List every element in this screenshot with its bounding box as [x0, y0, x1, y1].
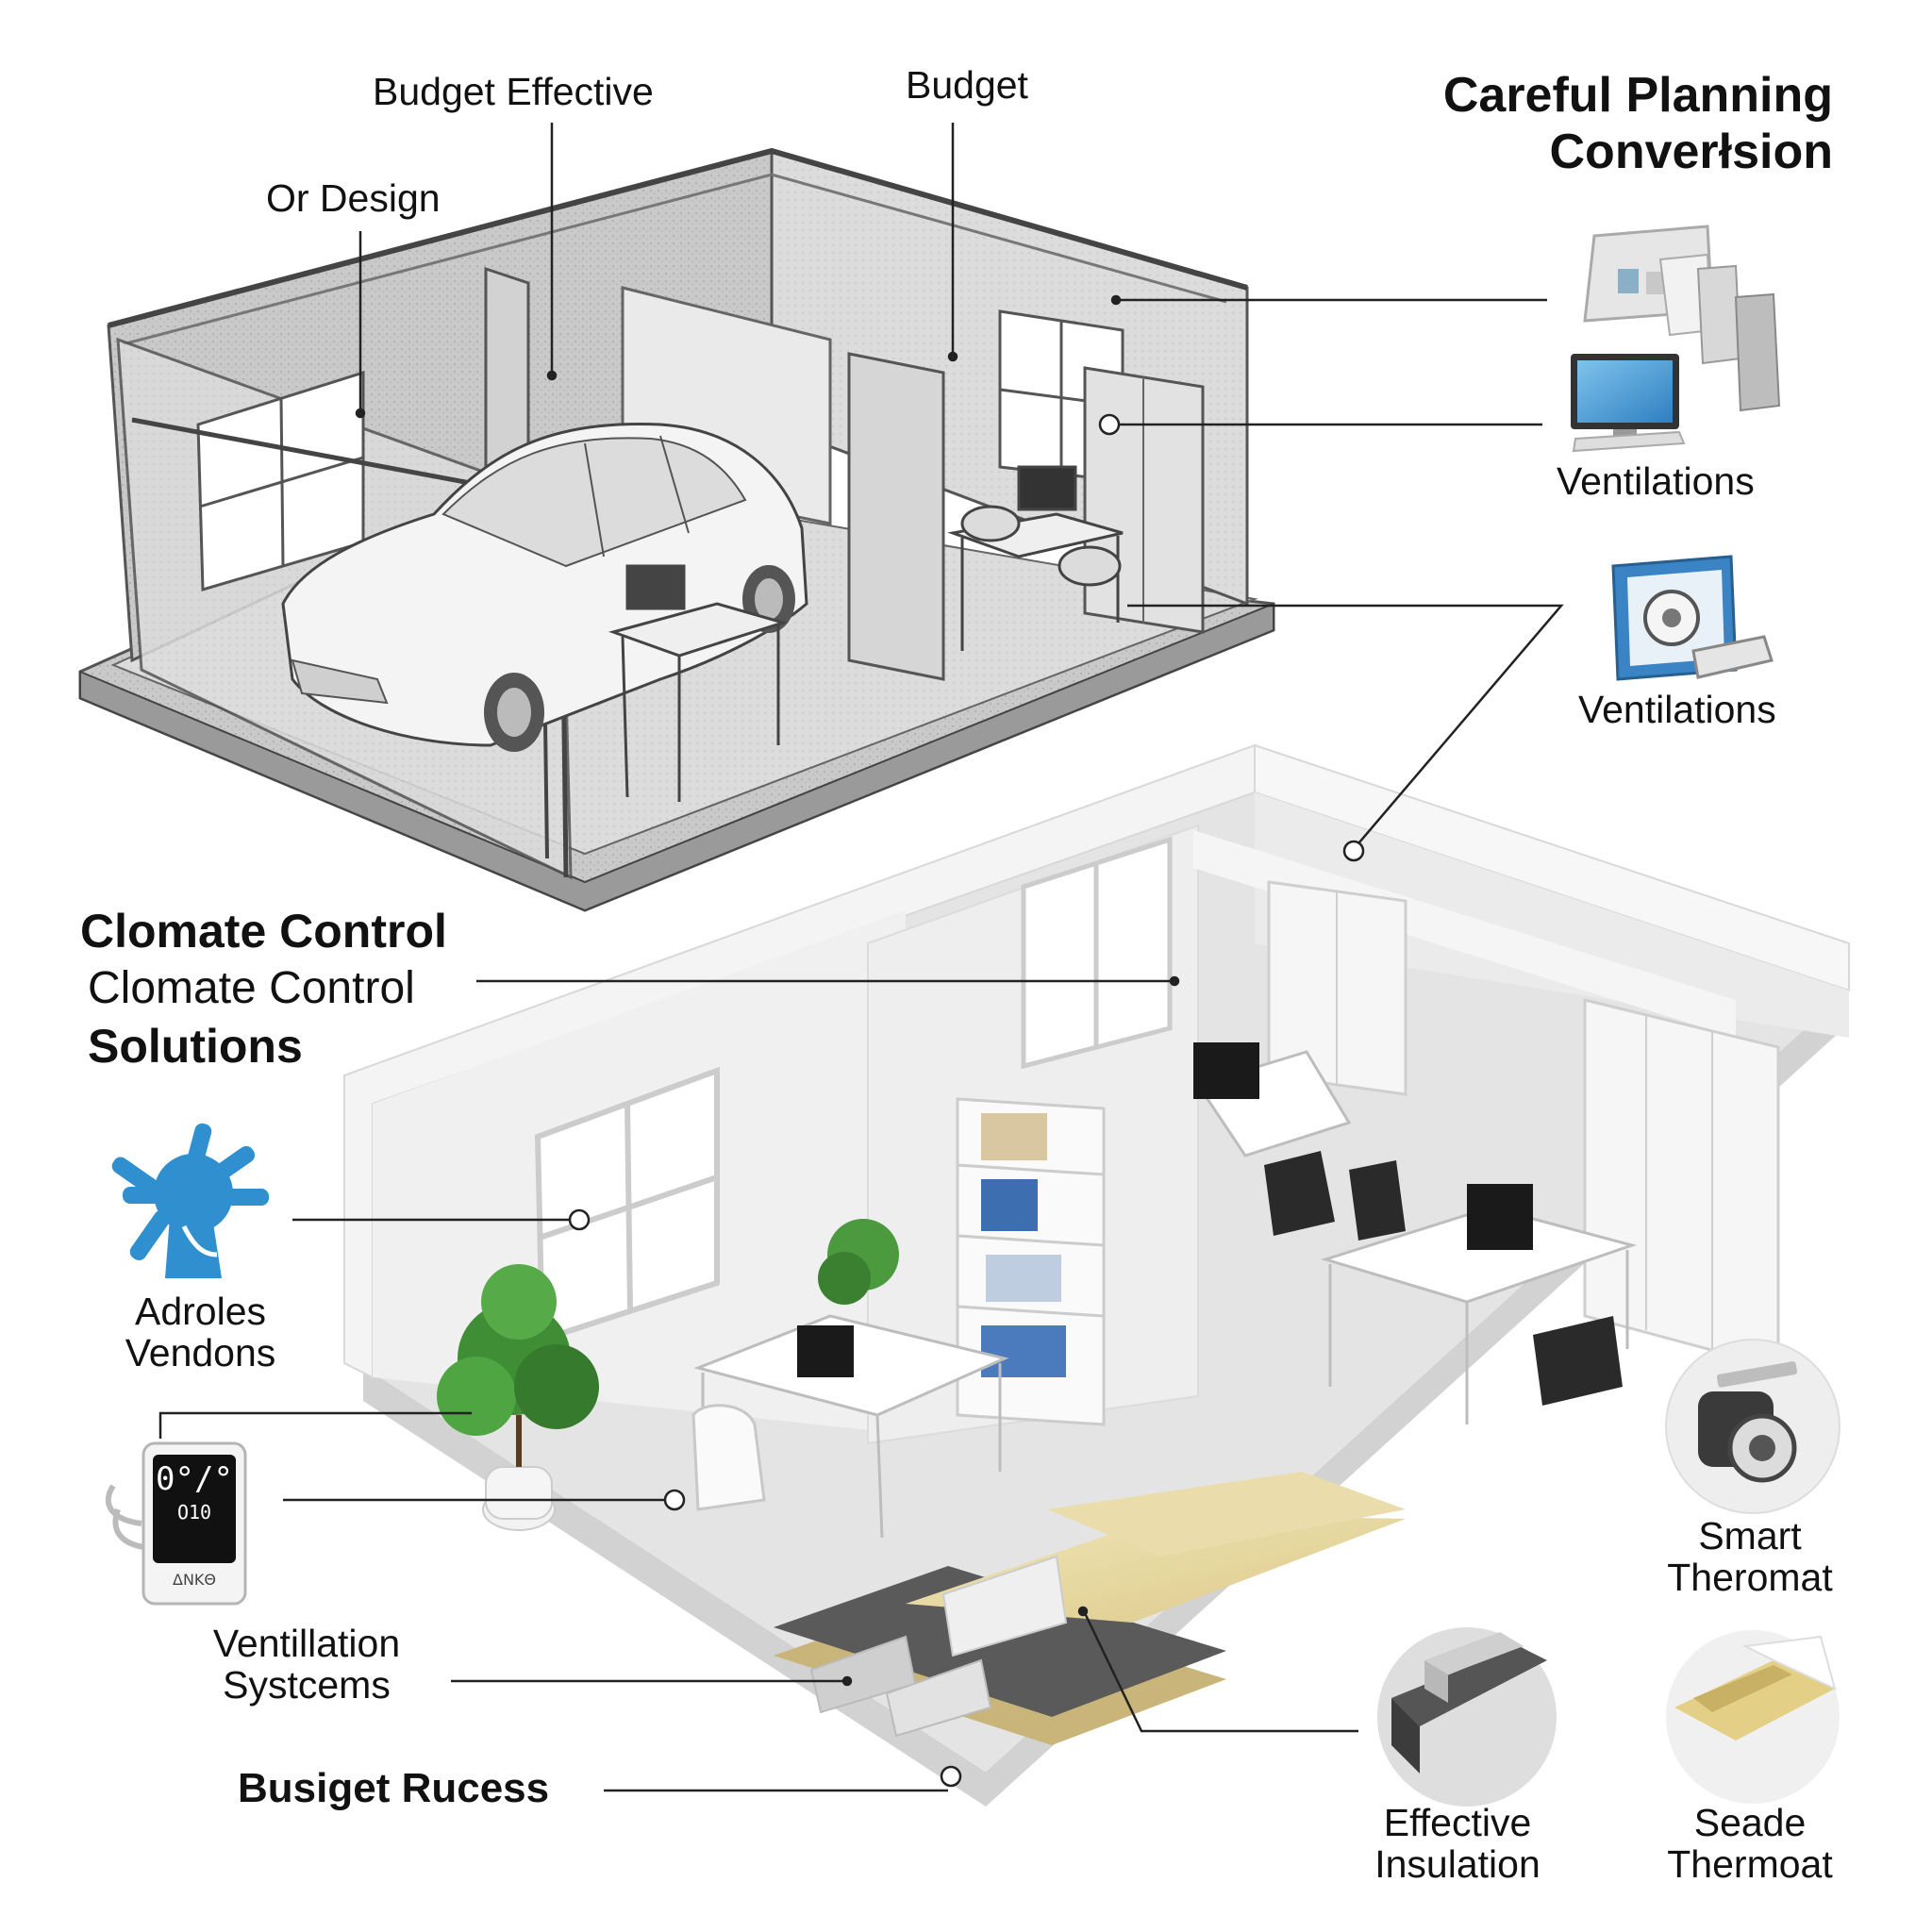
climate-control-heading: Clomate Control [80, 905, 447, 958]
leader-plant [158, 1411, 472, 1439]
thermostat-reading: 0°/° [156, 1460, 233, 1498]
seade-sample-icon [1666, 1630, 1840, 1804]
adroles-line-2: Vendons [125, 1331, 276, 1375]
effective-insulation-line-2: Insulation [1374, 1842, 1541, 1887]
leader-lines [158, 123, 1564, 1792]
office-chairs [691, 1151, 1623, 1511]
label-budget-process: Busiget Rucess [238, 1765, 550, 1811]
label-ventilation-systems: Ventillation Systcems [184, 1623, 429, 1707]
title-line-1: Careful Planning [1442, 68, 1833, 123]
label-smart-thermostat: Smart Theromat [1641, 1515, 1858, 1599]
label-ventilations-1: Ventilations [1557, 459, 1755, 503]
label-budget-effective: Budget Effective [373, 70, 654, 113]
climate-control-solutions: Solutions [88, 1020, 303, 1073]
bookshelf [956, 1097, 1106, 1426]
label-seade-thermoat: Seade Thermoat [1641, 1802, 1858, 1886]
seade-thermoat-line-2: Thermoat [1667, 1842, 1833, 1887]
ventilation-systems-line-1: Ventillation [212, 1622, 401, 1665]
thermostat-brand: ΔΝΚΘ [173, 1571, 216, 1589]
effective-insulation-line-1: Effective [1383, 1801, 1532, 1844]
label-or-design: Or Design [266, 176, 441, 220]
seade-thermoat-line-1: Seade [1693, 1801, 1807, 1844]
label-adroles-vendons: Adroles Vendons [94, 1291, 307, 1374]
monitor-icon [1571, 354, 1686, 453]
wardrobe-right [1583, 998, 1780, 1370]
smart-thermostat-line-1: Smart [1698, 1514, 1802, 1557]
smart-thermostat-line-2: Theromat [1667, 1556, 1833, 1600]
climate-control-subheading: Clomate Control [88, 963, 415, 1013]
car-sketch [281, 423, 808, 752]
leader-ventilations-2 [1127, 604, 1564, 850]
office-desks [693, 1042, 1638, 1539]
ventilation-panels-icon [1583, 225, 1781, 412]
garage-sketch [78, 147, 1275, 912]
office-render [343, 743, 1850, 1807]
thermostat-screen-text: 0°/° Ο10 [153, 1460, 236, 1525]
adroles-line-1: Adroles [134, 1290, 266, 1333]
title-line-2: Converłsion [1549, 124, 1834, 179]
page-title: Careful Planning Converłsion [1443, 68, 1833, 181]
ventilation-systems-line-2: Systcems [223, 1663, 391, 1707]
label-budget: Budget [906, 63, 1028, 107]
label-effective-insulation: Effective Insulation [1344, 1802, 1571, 1886]
thermostat-device-icon [105, 1441, 247, 1606]
insulation-layers [774, 1472, 1406, 1745]
label-ventilations-2: Ventilations [1578, 688, 1776, 731]
air-flow-icon [111, 1123, 269, 1278]
plant [437, 1264, 599, 1531]
plant-small [818, 1219, 899, 1305]
office-desks-sketch [608, 465, 1124, 802]
leader-insulation [1083, 1612, 1358, 1733]
smart-thermostat-icon [1665, 1339, 1840, 1514]
insulation-sample-icon [1377, 1627, 1557, 1807]
thermostat-subreading: Ο10 [176, 1500, 212, 1524]
ventilation-unit-icon [1611, 555, 1774, 681]
